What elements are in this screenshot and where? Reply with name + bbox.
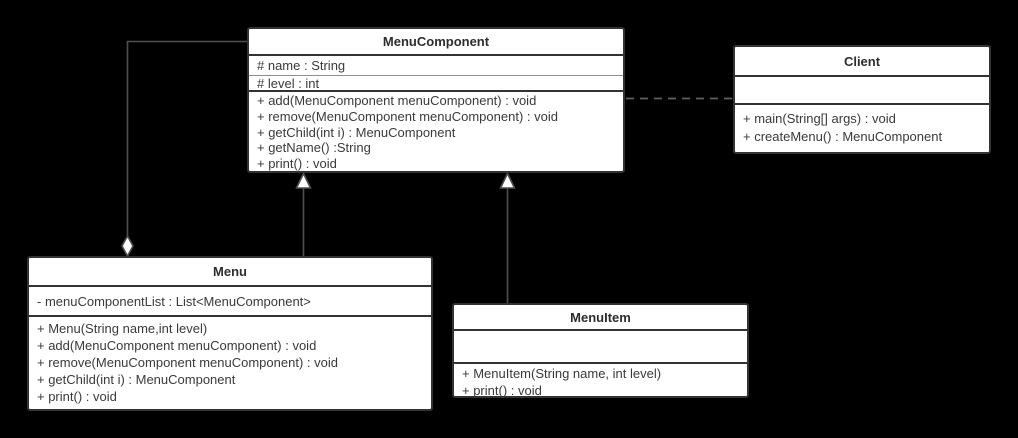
- methods-compartment: + MenuItem(String name, int level) + pri…: [454, 364, 747, 399]
- generalization-connector-menuitem: [499, 171, 516, 303]
- attribute-row: - menuComponentList : List<MenuComponent…: [29, 287, 431, 317]
- method-row: + getChild(int i) : MenuComponent: [37, 372, 236, 387]
- attribute-row-empty: [735, 77, 989, 105]
- attribute-row: # name : String: [249, 56, 623, 76]
- methods-compartment: + Menu(String name,int level) + add(Menu…: [29, 317, 431, 405]
- attribute-row: # level : int: [249, 76, 623, 92]
- class-box-menu[interactable]: Menu - menuComponentList : List<MenuComp…: [27, 256, 433, 411]
- method-row: + add(MenuComponent menuComponent) : voi…: [37, 338, 317, 353]
- class-box-client[interactable]: Client + main(String[] args) : void + cr…: [733, 45, 991, 154]
- generalization-connector-menu: [295, 171, 312, 256]
- class-title-menucomponent: MenuComponent: [249, 29, 623, 56]
- aggregation-diamond-icon: [121, 234, 134, 258]
- method-row: + remove(MenuComponent menuComponent) : …: [257, 108, 558, 124]
- attribute-row-empty: [454, 331, 747, 364]
- method-row: + add(MenuComponent menuComponent) : voi…: [257, 93, 537, 108]
- class-title-menuitem: MenuItem: [454, 305, 747, 331]
- class-box-menucomponent[interactable]: MenuComponent # name : String # level : …: [247, 27, 625, 173]
- methods-compartment: + add(MenuComponent menuComponent) : voi…: [249, 92, 623, 172]
- attributes-compartment: [454, 331, 747, 364]
- class-title-menu: Menu: [29, 258, 431, 287]
- method-row: + getName() :String: [257, 140, 371, 156]
- method-row: + createMenu() : MenuComponent: [743, 129, 943, 144]
- aggregation-connector-menu-menucomponent: [121, 40, 248, 258]
- class-box-menuitem[interactable]: MenuItem + MenuItem(String name, int lev…: [452, 303, 749, 398]
- attributes-compartment: - menuComponentList : List<MenuComponent…: [29, 287, 431, 317]
- class-title-client: Client: [735, 47, 989, 77]
- inheritance-arrow-icon: [295, 171, 312, 189]
- inheritance-arrow-icon: [499, 171, 516, 189]
- method-row: + MenuItem(String name, int level): [462, 366, 662, 381]
- method-row: + getChild(int i) : MenuComponent: [257, 124, 456, 140]
- attributes-compartment: # name : String # level : int: [249, 56, 623, 92]
- method-row: + print() : void: [462, 382, 542, 398]
- method-row: + print() : void: [37, 389, 117, 404]
- methods-compartment: + main(String[] args) : void + createMen…: [735, 105, 989, 146]
- method-row: + remove(MenuComponent menuComponent) : …: [37, 355, 338, 370]
- attributes-compartment: [735, 77, 989, 105]
- method-row: + print() : void: [257, 156, 337, 172]
- method-row: + Menu(String name,int level): [37, 321, 208, 336]
- method-row: + main(String[] args) : void: [743, 111, 896, 126]
